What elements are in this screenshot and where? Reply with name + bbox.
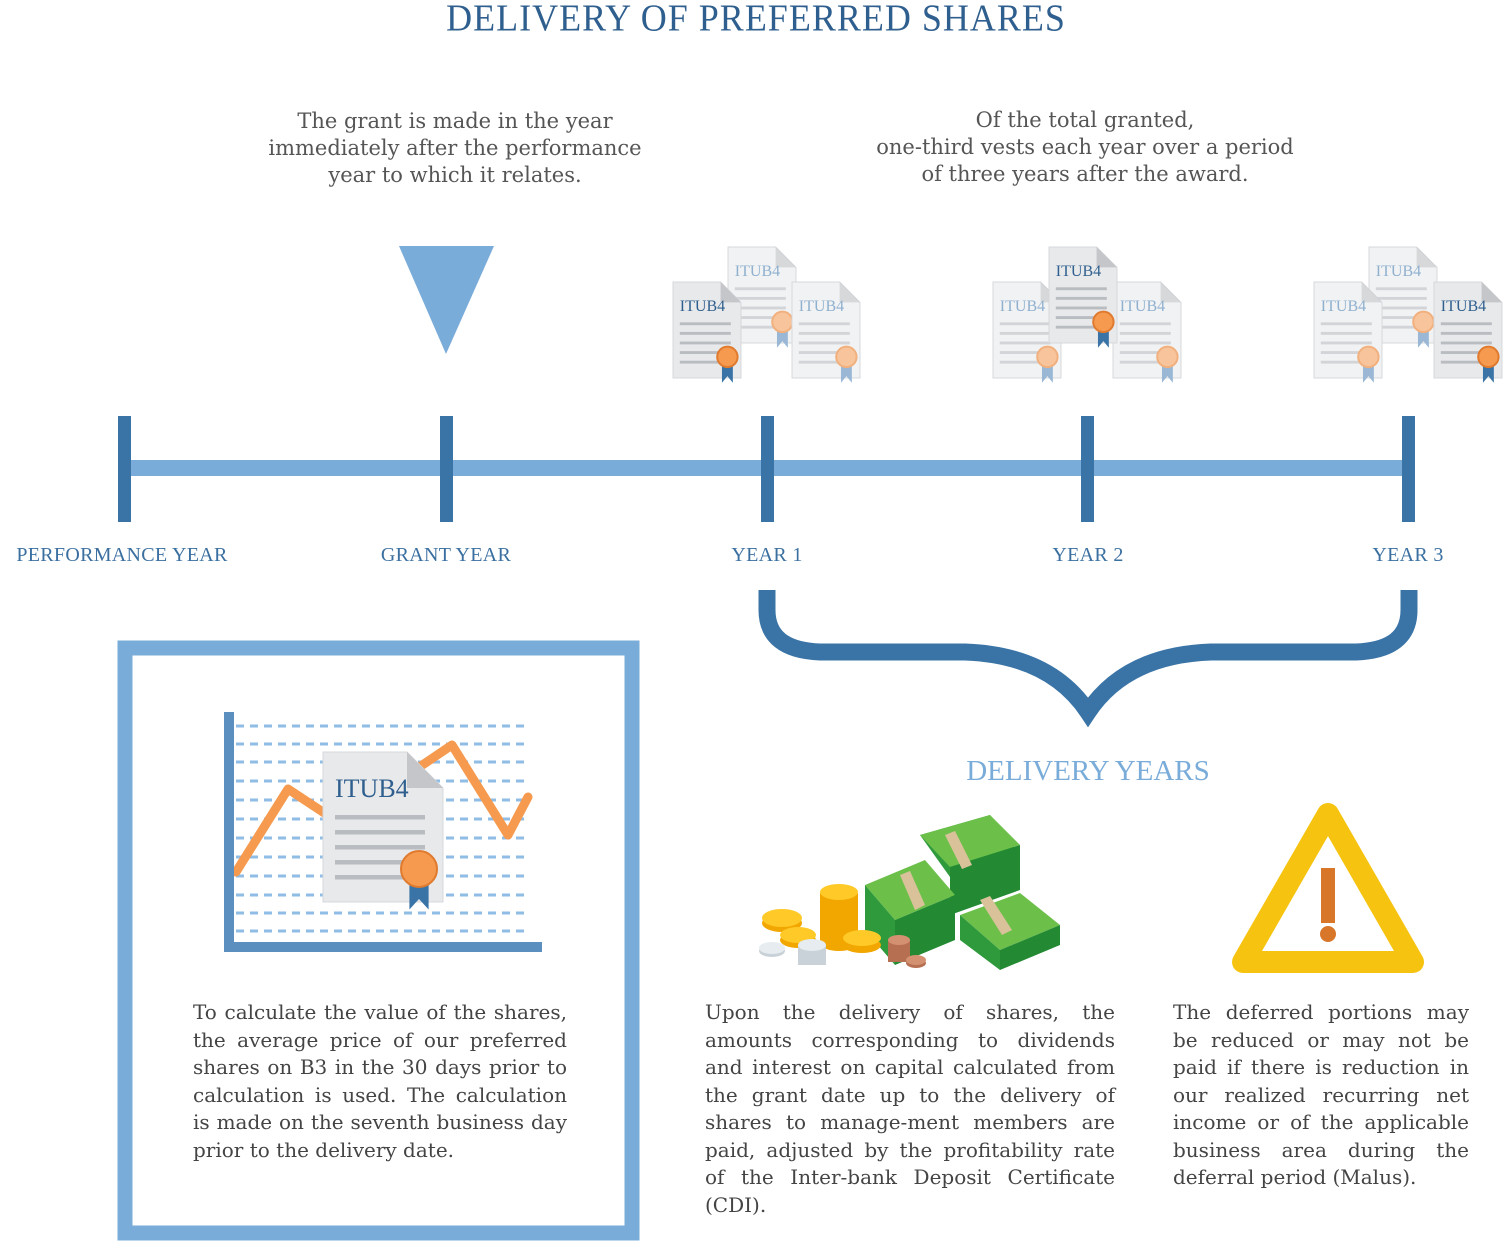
svg-text:ITUB4: ITUB4 xyxy=(1441,298,1486,315)
delivery-years-label: DELIVERY YEARS xyxy=(966,755,1210,787)
certificate-icon: ITUB4 xyxy=(1313,281,1383,383)
svg-text:ITUB4: ITUB4 xyxy=(1376,263,1421,280)
cash-stack-icon xyxy=(865,815,1060,970)
malus-text: The deferred portions may be reduced or … xyxy=(1173,1000,1469,1189)
svg-text:ITUB4: ITUB4 xyxy=(335,774,409,803)
svg-text:ITUB4: ITUB4 xyxy=(799,298,844,315)
page-title: DELIVERY OF PREFERRED SHARES xyxy=(446,0,1066,40)
panel-certificate-icon: ITUB4 xyxy=(322,751,444,910)
tick-year-1 xyxy=(761,416,774,522)
dividends-text: Upon the delivery of shares, the amounts… xyxy=(705,1000,1115,1217)
tick-grant-year xyxy=(440,416,453,522)
tick-year-2 xyxy=(1081,416,1094,522)
vesting-note: Of the total granted, one-third vests ea… xyxy=(876,108,1294,186)
svg-text:ITUB4: ITUB4 xyxy=(1000,298,1045,315)
tick-year-3 xyxy=(1402,416,1415,522)
svg-text:ITUB4: ITUB4 xyxy=(680,298,725,315)
grant-marker-triangle-icon xyxy=(399,246,494,354)
timeline-bar xyxy=(124,460,1410,476)
svg-text:ITUB4: ITUB4 xyxy=(1120,298,1165,315)
coins-icon xyxy=(759,884,926,968)
milestone-label: YEAR 1 xyxy=(731,544,803,566)
warning-icon xyxy=(1232,803,1424,973)
svg-text:ITUB4: ITUB4 xyxy=(1321,298,1366,315)
certificate-icon: ITUB4 xyxy=(672,281,742,383)
certificate-icon: ITUB4 xyxy=(1368,246,1438,348)
grant-note: The grant is made in the year immediatel… xyxy=(268,109,642,187)
certificate-icon: ITUB4 xyxy=(1433,281,1503,383)
calculation-text: To calculate the value of the shares, th… xyxy=(193,1000,567,1162)
money-icon xyxy=(759,815,1060,970)
milestone-label: YEAR 2 xyxy=(1052,544,1124,566)
certificate-icon: ITUB4 xyxy=(992,281,1062,383)
certificate-icon: ITUB4 xyxy=(1112,281,1182,383)
certificate-icon: ITUB4 xyxy=(791,281,861,383)
tick-performance-year xyxy=(118,416,131,522)
certificate-icon: ITUB4 xyxy=(727,246,797,348)
delivery-years-brace xyxy=(758,590,1418,728)
milestone-label: GRANT YEAR xyxy=(380,544,512,566)
milestone-label: PERFORMANCE YEAR xyxy=(16,544,228,566)
svg-text:ITUB4: ITUB4 xyxy=(735,263,780,280)
certificate-icon: ITUB4 xyxy=(1048,246,1118,348)
svg-text:ITUB4: ITUB4 xyxy=(1056,263,1101,280)
milestone-label: YEAR 3 xyxy=(1372,544,1444,566)
